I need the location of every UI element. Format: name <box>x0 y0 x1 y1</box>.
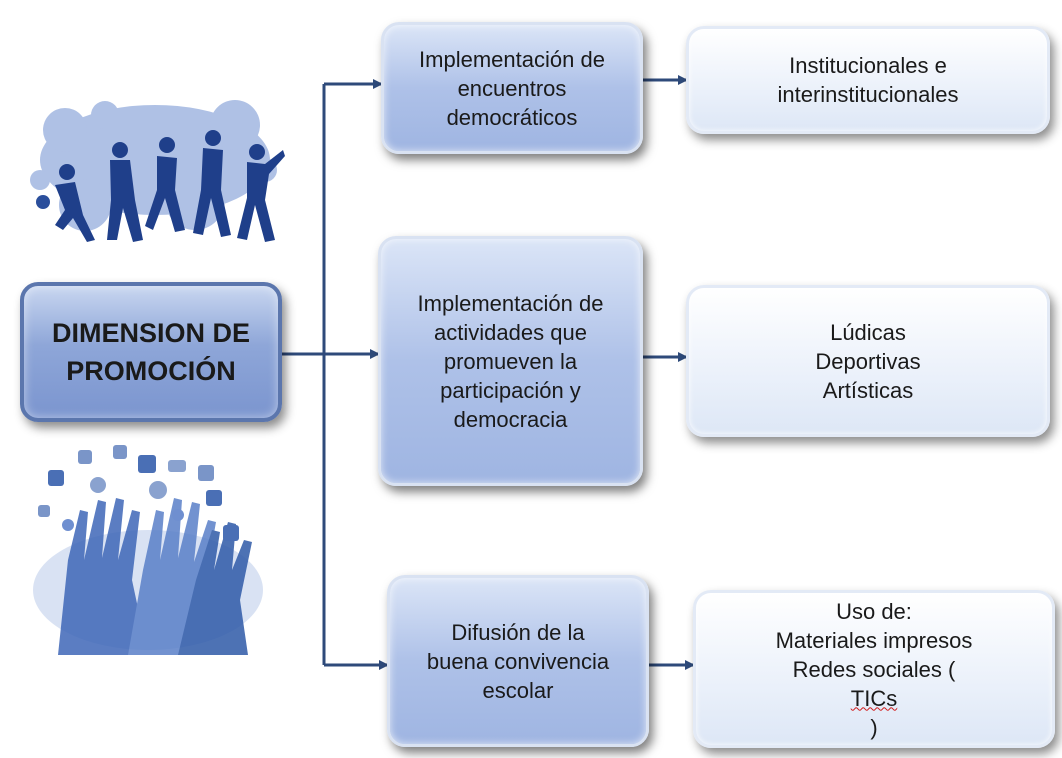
detail-line: Uso de: <box>836 598 912 624</box>
root-line: PROMOCIÓN <box>66 356 236 386</box>
branch-line: actividades que <box>434 319 587 345</box>
detail-node-label: Institucionales e interinstitucionales <box>778 51 959 109</box>
branch-node-actividades: Implementación de actividades que promue… <box>378 236 643 486</box>
branch-node-label: Difusión de la buena convivencia escolar <box>427 618 609 705</box>
branch-node-label: Implementación de encuentros democrático… <box>419 45 605 132</box>
detail-line: Deportivas <box>815 348 921 374</box>
branch-line: encuentros <box>457 75 567 101</box>
detail-node-label: Lúdicas Deportivas Artísticas <box>815 318 920 405</box>
raised-hands-social-media-illustration <box>33 445 263 655</box>
detail-line: Materiales impresos <box>775 627 973 653</box>
branch-line: escolar <box>482 677 554 703</box>
branch-node-encuentros: Implementación de encuentros democrático… <box>381 22 643 154</box>
root-node-dimension: DIMENSION DE PROMOCIÓN <box>20 282 282 422</box>
detail-node-institucionales: Institucionales e interinstitucionales <box>686 26 1050 134</box>
branch-line: promueven la <box>443 348 578 374</box>
detail-line: Artísticas <box>822 377 914 403</box>
redes-suffix: ) <box>870 714 878 740</box>
branch-line: buena convivencia <box>426 648 610 674</box>
branch-line: participación y <box>440 377 581 403</box>
detail-line: interinstitucionales <box>777 82 959 107</box>
branch-node-difusion: Difusión de la buena convivencia escolar <box>387 575 649 747</box>
sports-silhouettes-illustration <box>30 100 285 242</box>
branch-line: democráticos <box>446 104 578 130</box>
detail-line-redes: Redes sociales ( TICs) <box>793 655 956 742</box>
branch-node-label: Implementación de actividades que promue… <box>418 289 604 434</box>
detail-line: Institucionales e <box>789 53 947 78</box>
social-icons <box>38 445 239 541</box>
branch-line: Difusión de la <box>451 619 585 645</box>
detail-node-uso-de: Uso de: Materiales impresos Redes social… <box>693 590 1055 748</box>
branch-line: Implementación de <box>417 290 604 316</box>
tics-spellcheck-word: TICs <box>850 685 898 711</box>
branch-line: democracia <box>453 406 568 432</box>
root-node-label: DIMENSION DE PROMOCIÓN <box>52 314 250 390</box>
branch-line: Implementación de <box>419 46 605 72</box>
detail-line: Lúdicas <box>830 319 906 345</box>
root-line: DIMENSION DE <box>51 318 251 348</box>
detail-node-ludicas: Lúdicas Deportivas Artísticas <box>686 285 1050 437</box>
detail-node-label: Uso de: Materiales impresos Redes social… <box>776 597 973 742</box>
redes-prefix: Redes sociales ( <box>792 656 956 682</box>
